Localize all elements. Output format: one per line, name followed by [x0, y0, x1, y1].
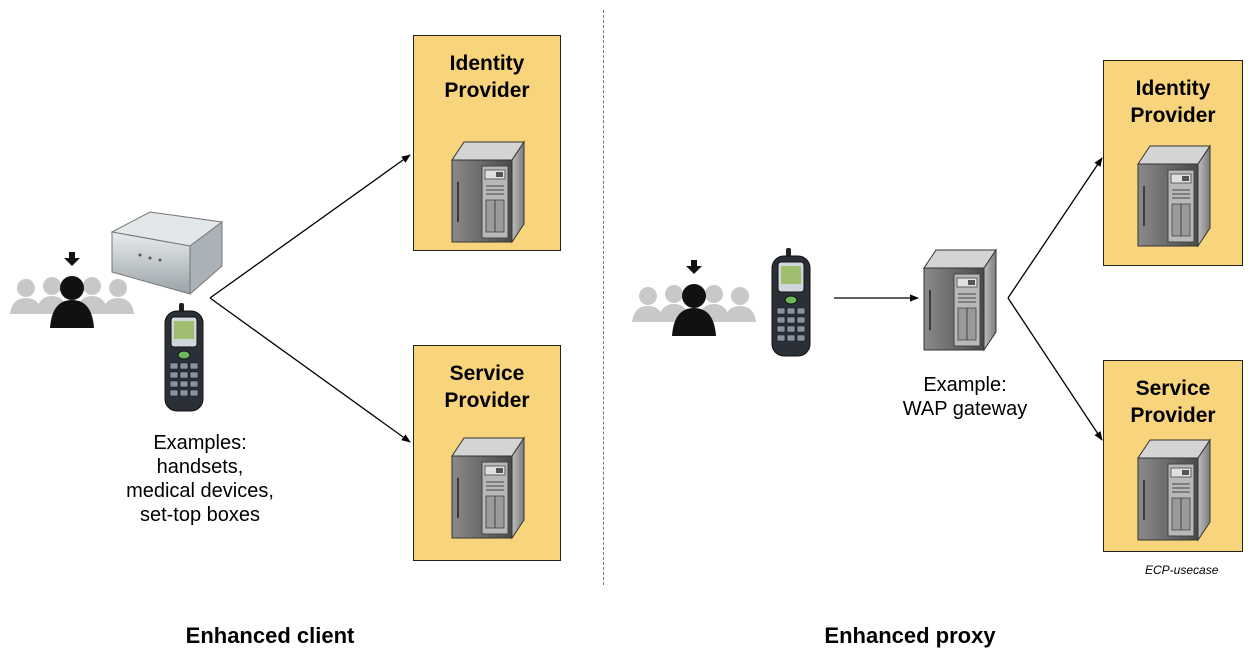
- enhanced-client-label: Enhanced client: [185, 623, 355, 648]
- right-example-caption: Example: WAP gateway: [902, 374, 1028, 420]
- service-provider-title: Service Provider: [444, 362, 530, 412]
- server-icon: [451, 437, 525, 539]
- mobile-phone-icon: [164, 302, 204, 412]
- identity-provider-title: Identity Provider: [1130, 77, 1216, 127]
- set-top-box-icon: [110, 211, 224, 296]
- arrow-to-identity-provider: [209, 154, 411, 299]
- enhanced-proxy-label: Enhanced proxy: [824, 623, 996, 648]
- user-group-icon: [632, 260, 756, 336]
- left-examples-caption: Examples: handsets, medical devices, set…: [126, 432, 274, 526]
- service-provider-title: Service Provider: [1130, 377, 1216, 427]
- section-divider: [603, 10, 604, 585]
- gateway-server-icon: [923, 249, 997, 351]
- arrow-to-service-provider: [1007, 297, 1103, 441]
- server-icon: [1137, 145, 1211, 247]
- figure-tag: ECP-usecase: [1145, 563, 1219, 577]
- server-icon: [1137, 439, 1211, 541]
- arrow-to-service-provider: [209, 297, 411, 443]
- server-icon: [451, 141, 525, 243]
- identity-provider-title: Identity Provider: [444, 52, 530, 102]
- mobile-phone-icon: [771, 247, 811, 357]
- arrow-to-identity-provider: [1007, 157, 1103, 299]
